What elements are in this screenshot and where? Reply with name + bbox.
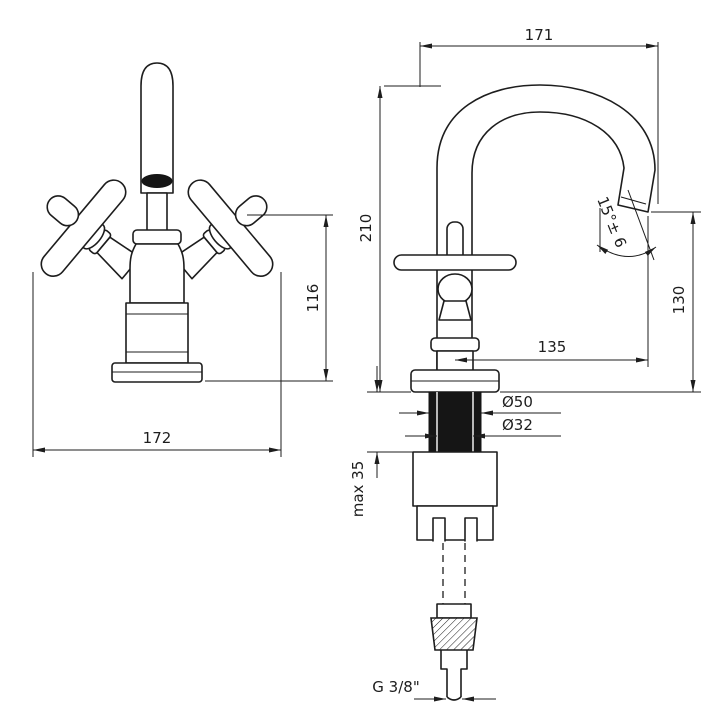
- dim-max-mounting-thickness-label: max 35: [349, 461, 367, 518]
- dim-front-body-height-label: 116: [304, 284, 322, 313]
- side-threaded-shank: [428, 391, 482, 453]
- dim-connection-thread: G 3/8": [372, 678, 496, 702]
- dim-front-overall-width: 172: [32, 272, 282, 457]
- side-body: [410, 337, 500, 393]
- dim-side-outlet-height-label: 130: [670, 286, 688, 315]
- dim-side-spout-reach: 135: [455, 216, 649, 367]
- side-mounting-nut: [412, 451, 498, 542]
- dim-front-overall-width-label: 172: [143, 429, 172, 447]
- dim-outer-diameter: Ø50: [399, 393, 561, 416]
- side-supply-hose: [430, 543, 478, 701]
- dim-side-overall-depth-label: 171: [525, 26, 554, 44]
- front-view: [40, 62, 274, 383]
- front-neck: [132, 192, 182, 245]
- dim-outer-diameter-label: Ø50: [502, 393, 533, 411]
- dim-side-outlet-height: 130: [500, 211, 701, 393]
- dim-side-spout-height-label: 210: [357, 214, 375, 243]
- dim-front-body-height: 116: [205, 214, 333, 382]
- dim-shank-diameter: Ø32: [405, 416, 561, 439]
- dim-side-spout-reach-label: 135: [538, 338, 567, 356]
- dim-side-spout-height: 210: [357, 85, 441, 392]
- front-body: [111, 243, 203, 383]
- front-spout: [140, 62, 174, 194]
- dim-side-overall-depth: 171: [419, 26, 659, 204]
- dim-shank-diameter-label: Ø32: [502, 416, 533, 434]
- front-spout-outlet: [141, 174, 173, 188]
- hose-hex-nut: [430, 617, 478, 651]
- dim-connection-thread-label: G 3/8": [372, 678, 419, 696]
- dim-max-mounting-thickness: max 35: [349, 366, 414, 517]
- side-handle: [393, 221, 517, 321]
